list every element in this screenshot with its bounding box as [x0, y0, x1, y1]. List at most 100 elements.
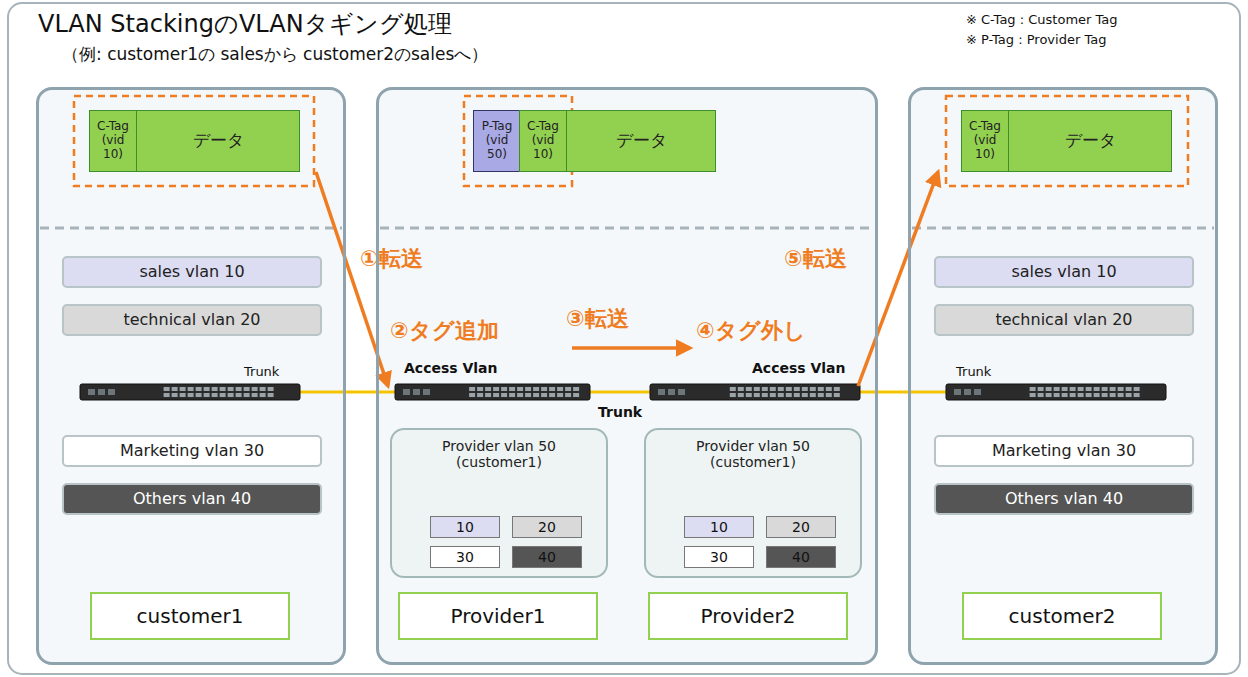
- node-text: 20: [792, 519, 810, 535]
- node-text: customer1: [137, 605, 244, 628]
- step-label: ④タグ外し: [696, 318, 806, 344]
- switch-port: [778, 393, 784, 397]
- vlan-box: technical vlan 20: [934, 304, 1194, 336]
- node-text: Marketing vlan 30: [992, 442, 1136, 460]
- switch-port: [268, 387, 274, 391]
- vlan-id-box: 10: [684, 516, 754, 538]
- node-text: データ: [1065, 131, 1116, 151]
- switch-port: [228, 387, 234, 391]
- node-text: 30: [710, 549, 728, 565]
- switch-port: [1086, 387, 1092, 391]
- switch-port: [754, 387, 760, 391]
- switch-port: [770, 387, 776, 391]
- node-text: 10: [456, 519, 474, 535]
- switch-port: [1046, 387, 1052, 391]
- vlan-id-box: 10: [430, 516, 500, 538]
- switch-port: [557, 387, 563, 391]
- node-text: 30: [456, 549, 474, 565]
- switch-port: [252, 393, 258, 397]
- switch-port: [730, 387, 736, 391]
- switch-body: [946, 384, 1166, 400]
- switch-port: [180, 393, 186, 397]
- panel-ground: [908, 87, 1218, 665]
- switch-port: [236, 393, 242, 397]
- switch-port: [228, 393, 234, 397]
- switch-port: [730, 393, 736, 397]
- switch-port: [423, 389, 430, 395]
- switch-port: [188, 393, 194, 397]
- switch-port: [485, 387, 491, 391]
- switch-port: [88, 389, 95, 395]
- switch-port: [549, 393, 555, 397]
- switch-port: [794, 387, 800, 391]
- switch-port: [164, 393, 170, 397]
- switch-port: [794, 393, 800, 397]
- switch-port: [746, 393, 752, 397]
- switch-port: [786, 393, 792, 397]
- vlan-id-box: 40: [512, 546, 582, 568]
- switch-port: [810, 387, 816, 391]
- switch-port: [252, 387, 258, 391]
- vlan-box: sales vlan 10: [62, 256, 322, 288]
- switch-port: [525, 393, 531, 397]
- switch-port: [754, 393, 760, 397]
- switch-port: [1054, 393, 1060, 397]
- switch-port: [268, 393, 274, 397]
- switch-port: [802, 393, 808, 397]
- switch-port: [826, 393, 832, 397]
- site-name: customer1: [90, 592, 290, 640]
- switch-port: [1118, 387, 1124, 391]
- tag-box: C-Tag (vid 10): [961, 110, 1009, 172]
- switch-port: [1110, 393, 1116, 397]
- switch-port: [1062, 387, 1068, 391]
- site-panel: C-Tag (vid 10)データsales vlan 10technical …: [908, 87, 1218, 665]
- text-label: （例: customer1の salesから customer2のsalesへ）: [62, 44, 488, 64]
- switch-port: [954, 389, 961, 395]
- node-text: Others vlan 40: [133, 490, 251, 508]
- switch-port: [244, 387, 250, 391]
- node-text: technical vlan 20: [995, 311, 1132, 329]
- node-text: C-Tag (vid 10): [92, 120, 134, 161]
- provider-vlan-group: Provider vlan 50 (customer1)10203040: [644, 428, 862, 578]
- switch-port: [1078, 393, 1084, 397]
- switch-port: [260, 393, 266, 397]
- switch-port: [509, 393, 515, 397]
- vlan-box: technical vlan 20: [62, 304, 322, 336]
- switch-port: [1110, 387, 1116, 391]
- switch-port: [188, 387, 194, 391]
- node-text: データ: [616, 131, 667, 151]
- vlan-box: Marketing vlan 30: [62, 435, 322, 467]
- switch-port: [810, 393, 816, 397]
- site-name: customer2: [962, 592, 1162, 640]
- switch-port: [517, 387, 523, 391]
- switch-port: [565, 387, 571, 391]
- switch-port: [1070, 393, 1076, 397]
- switch-port: [573, 387, 579, 391]
- data-box: データ: [1008, 110, 1172, 172]
- site-panel: P-Tag (vid 50)C-Tag (vid 10)データProvider …: [376, 87, 878, 665]
- diagram-title: VLAN StackingのVLANタギング処理: [38, 10, 452, 39]
- switch-port: [1102, 393, 1108, 397]
- switch-port: [212, 387, 218, 391]
- switch-port: [1102, 387, 1108, 391]
- switch-port: [260, 387, 266, 391]
- switch-body: [650, 384, 860, 400]
- switch-port: [1094, 393, 1100, 397]
- switch-port: [1046, 393, 1052, 397]
- switch-port: [525, 387, 531, 391]
- switch-port: [1126, 393, 1132, 397]
- site-name: Provider1: [398, 592, 598, 640]
- switch-port: [762, 387, 768, 391]
- text-label: Trunk: [956, 364, 991, 380]
- switch-port: [778, 387, 784, 391]
- vlan-id-box: 40: [766, 546, 836, 568]
- switch-port: [196, 393, 202, 397]
- vlan-box: Others vlan 40: [62, 483, 322, 515]
- switch-port: [746, 387, 752, 391]
- switch-port: [172, 387, 178, 391]
- switch-port: [477, 393, 483, 397]
- site-name: Provider2: [648, 592, 848, 640]
- switch-port: [477, 387, 483, 391]
- node-text: technical vlan 20: [123, 311, 260, 329]
